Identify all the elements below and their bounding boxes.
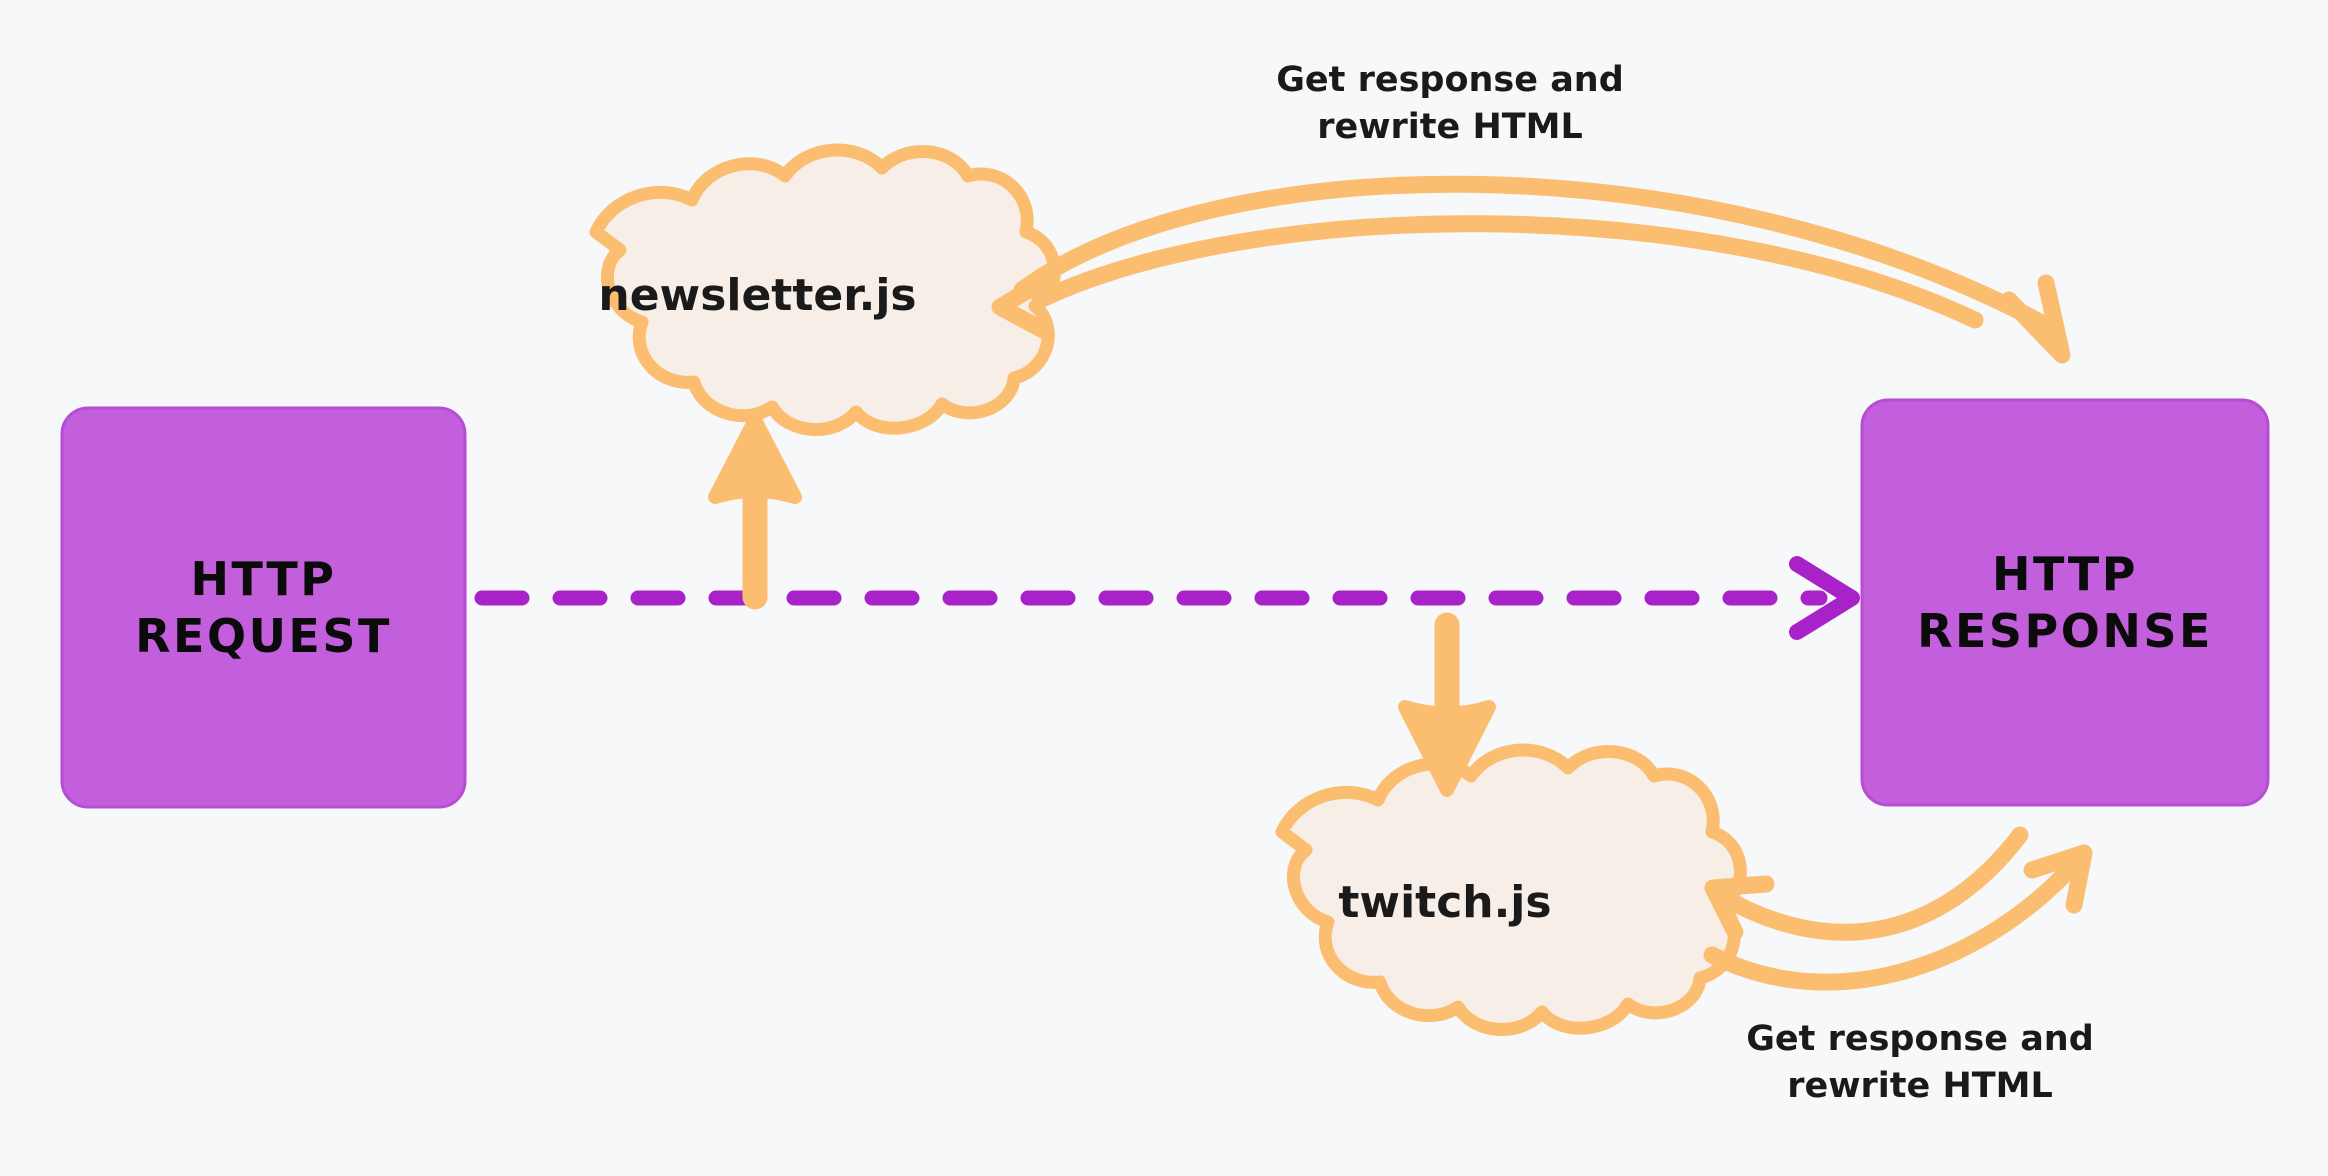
edge-response-to-twitch-curve <box>1711 826 2029 941</box>
edge-to-twitch-arrowhead <box>1398 700 1496 797</box>
http-request-node[interactable]: HTTP REQUEST <box>62 408 465 807</box>
edge-response-to-twitch-arrowhead <box>1704 875 1775 941</box>
newsletter-cloud-label: newsletter.js <box>598 270 917 321</box>
edge-response-to-newsletter-curve <box>1031 215 1984 329</box>
http-response-node[interactable]: HTTP RESPONSE <box>1862 400 2268 805</box>
http-response-box-shape[interactable] <box>1860 398 2270 807</box>
edge-response-to-newsletter-arrowhead <box>991 273 1052 339</box>
newsletter-cloud-shape[interactable] <box>589 143 1061 437</box>
edge-twitch-to-response-curve <box>1703 851 2087 991</box>
edge-label-twitch-response: Get response and rewrite HTML <box>1746 1019 2094 1107</box>
edge-request-to-response-arrowhead <box>1789 556 1860 640</box>
edge-newsletter-to-response-arrowhead <box>2000 274 2071 364</box>
twitch-cloud-label: twitch.js <box>1338 877 1552 928</box>
edge-to-newsletter-arrowhead <box>708 413 802 504</box>
http-response-label: HTTP RESPONSE <box>1917 547 2213 658</box>
edge-newsletter-to-response-curve <box>1013 175 2064 339</box>
edge-twitch-to-response-arrowhead <box>2023 844 2093 914</box>
http-request-label: HTTP REQUEST <box>135 552 392 663</box>
http-request-box-shape[interactable] <box>60 406 467 809</box>
edge-label-newsletter-response: Get response and rewrite HTML <box>1276 60 1624 148</box>
